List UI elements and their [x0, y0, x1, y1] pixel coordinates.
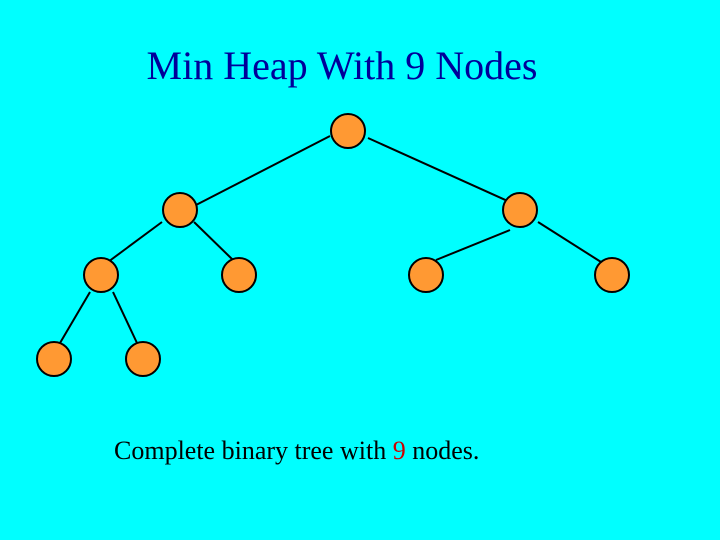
tree-edge-2-5: [435, 229, 511, 261]
tree-node-4: [221, 257, 257, 293]
caption-text-before: Complete binary tree with: [114, 436, 393, 465]
tree-edge-1-4: [193, 221, 234, 261]
tree-node-1: [162, 192, 198, 228]
caption-node-count: 9: [392, 436, 406, 465]
tree-edge-3-7: [59, 291, 91, 344]
tree-node-8: [125, 341, 161, 377]
tree-edge-0-2: [367, 137, 513, 204]
tree-edges: [59, 135, 602, 344]
tree-edge-2-6: [537, 221, 602, 263]
slide-caption: Complete binary tree with 9 nodes.: [114, 433, 479, 469]
slide-title: Min Heap With 9 Nodes: [146, 43, 538, 88]
tree-node-2: [502, 192, 538, 228]
tree-node-5: [408, 257, 444, 293]
tree-nodes: [36, 113, 630, 377]
tree-node-3: [83, 257, 119, 293]
tree-node-6: [594, 257, 630, 293]
tree-node-0: [330, 113, 366, 149]
tree-edge-0-1: [195, 135, 331, 206]
tree-edge-1-3: [107, 221, 163, 263]
tree-node-7: [36, 341, 72, 377]
caption-text-after: nodes.: [405, 436, 480, 465]
tree-edge-3-8: [112, 291, 138, 344]
